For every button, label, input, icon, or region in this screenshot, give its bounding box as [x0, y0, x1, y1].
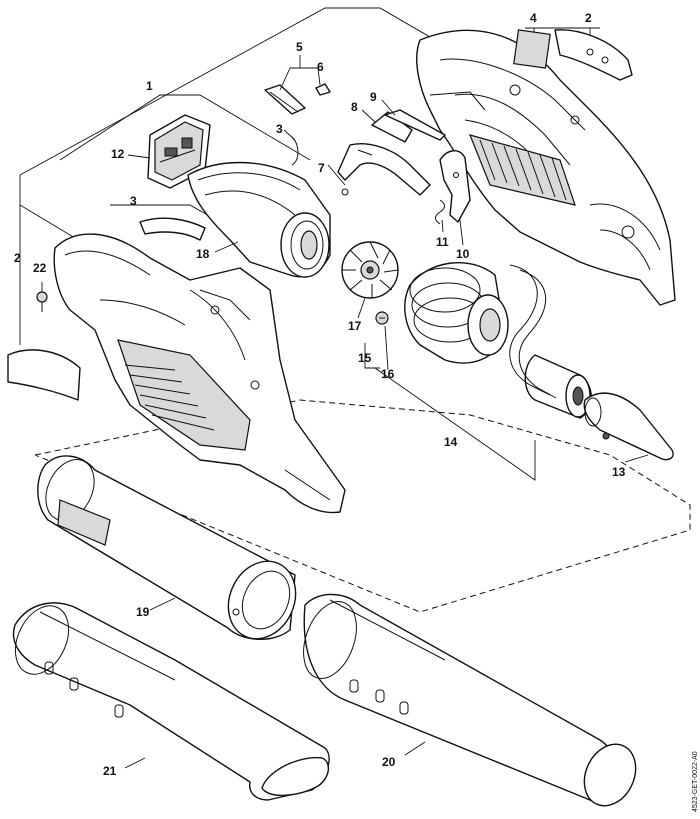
callout: 11 — [436, 235, 449, 249]
round-nozzle — [303, 593, 637, 807]
callout: 7 — [318, 161, 325, 175]
callout: 3 — [130, 194, 137, 208]
callout: 17 — [348, 319, 362, 333]
callout: 14 — [444, 435, 458, 449]
motor-assembly — [404, 262, 592, 419]
housing-left-half — [53, 233, 346, 514]
fan-housing — [187, 161, 331, 278]
housing-right-half — [416, 29, 676, 306]
nozzle-dashed-outline — [34, 399, 691, 613]
top-cover-piece — [554, 29, 633, 81]
flat-nozzle — [12, 602, 330, 801]
fan-wheel — [341, 241, 399, 299]
callout: 9 — [370, 90, 377, 104]
callout: 13 — [612, 465, 626, 479]
screw-16 — [375, 311, 389, 325]
callout: 6 — [317, 60, 324, 74]
reference-code: 4523-GET-0022-A0 — [692, 751, 699, 812]
screw-22 — [36, 291, 48, 312]
callout: 8 — [351, 100, 358, 114]
callout: 2 — [585, 11, 592, 25]
callout: 5 — [296, 40, 303, 54]
callouts: 1 2 2 3 3 4 5 6 7 8 9 10 11 12 13 14 15 … — [14, 11, 626, 778]
motor-cap — [583, 392, 674, 461]
callout: 21 — [103, 764, 117, 778]
callout: 2 — [14, 251, 21, 265]
seal-strip — [139, 217, 206, 241]
callout: 20 — [382, 755, 396, 769]
label-plate — [513, 29, 551, 69]
callout: 1 — [146, 79, 153, 93]
switch-parts — [264, 83, 471, 225]
callout: 16 — [381, 367, 395, 381]
callout: 22 — [33, 261, 47, 275]
callout: 3 — [276, 122, 283, 136]
callout: 12 — [111, 147, 125, 161]
callout: 15 — [358, 351, 372, 365]
callout: 18 — [196, 247, 210, 261]
blow-tube — [37, 455, 297, 640]
callout: 10 — [456, 247, 470, 261]
electronics-module — [147, 114, 211, 189]
grip-insert — [7, 349, 81, 401]
callout-leaders — [41, 55, 649, 769]
callout: 4 — [530, 11, 537, 25]
callout: 19 — [136, 605, 150, 619]
